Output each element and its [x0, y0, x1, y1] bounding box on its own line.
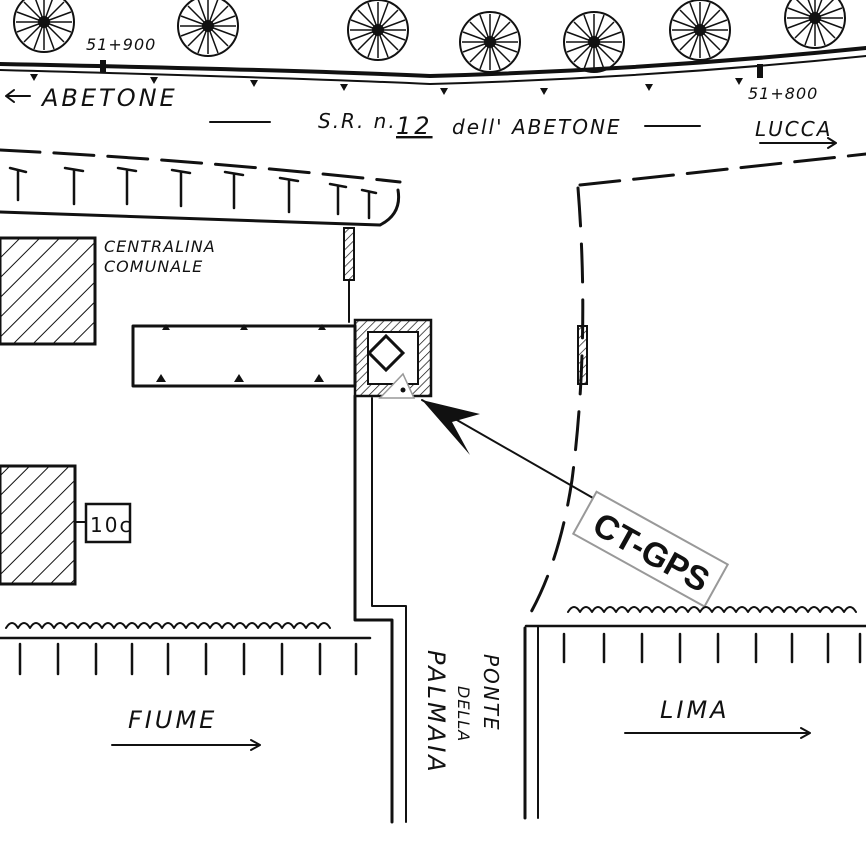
road-name: S.R. n. 12 dell' ABETONE — [209, 109, 701, 140]
river-left: FIUME — [111, 706, 261, 751]
centralina-label-2: COMUNALE — [104, 257, 203, 276]
milestone-west: 51+900 — [86, 35, 156, 54]
river-left-label: FIUME — [128, 706, 217, 734]
arrow-left-icon — [5, 89, 31, 103]
gps-station-pillar — [353, 318, 433, 399]
box-10c-label: 10c — [90, 513, 132, 537]
direction-east: LUCCA — [755, 117, 837, 149]
road-name-suffix: dell' ABETONE — [452, 115, 622, 139]
milestone-east: 51+800 — [748, 84, 818, 103]
bridge-label-2: DELLA — [454, 686, 473, 742]
benchmark-diamond-icon — [366, 333, 406, 373]
box-10c — [84, 502, 132, 544]
river-right: LIMA — [624, 696, 811, 739]
triangle-marker-icon — [378, 372, 416, 399]
centralina-building — [0, 236, 97, 346]
arrow-head-icon — [422, 400, 480, 455]
arrow-right-icon — [111, 739, 261, 751]
direction-west: ABETONE — [5, 84, 178, 112]
centralina-label-1: CENTRALINA — [104, 237, 216, 256]
tree-canopy-icon — [459, 11, 521, 73]
boundary-dashed — [528, 186, 585, 616]
river-right-label: LIMA — [660, 696, 730, 724]
bridge-label-1: PONTE — [479, 654, 503, 732]
fenced-enclosure — [131, 324, 357, 388]
arrow-right-icon — [759, 137, 837, 149]
pole — [343, 227, 355, 281]
lower-building — [0, 464, 77, 586]
bridge-label-3: PALMAIA — [422, 650, 450, 775]
direction-west-label: ABETONE — [40, 84, 178, 112]
road-name-number: 12 — [396, 112, 433, 140]
road-name-prefix: S.R. n. — [318, 109, 397, 133]
small-post — [577, 325, 588, 385]
embankment — [0, 166, 401, 227]
tree-canopy-icon — [669, 0, 731, 61]
tree-canopy-icon — [563, 11, 625, 73]
tree-canopy-icon — [13, 0, 75, 53]
tree-canopy-icon — [347, 0, 409, 61]
tree-canopy-icon — [784, 0, 846, 49]
road-edge-north — [0, 46, 866, 78]
river-bank-left — [0, 622, 372, 676]
direction-east-label: LUCCA — [755, 117, 832, 141]
river-bank-right — [524, 606, 866, 664]
bridge-label: PONTE DELLA PALMAIA — [422, 650, 503, 775]
pointer-arrow — [421, 399, 601, 503]
road-edge-markers — [30, 60, 763, 95]
arrow-right-icon — [624, 727, 811, 739]
road-edge-south — [0, 148, 866, 187]
station-label: CT-GPS — [571, 490, 730, 608]
tree-canopy-icon — [177, 0, 239, 57]
road-edge-north-inner — [0, 55, 866, 85]
